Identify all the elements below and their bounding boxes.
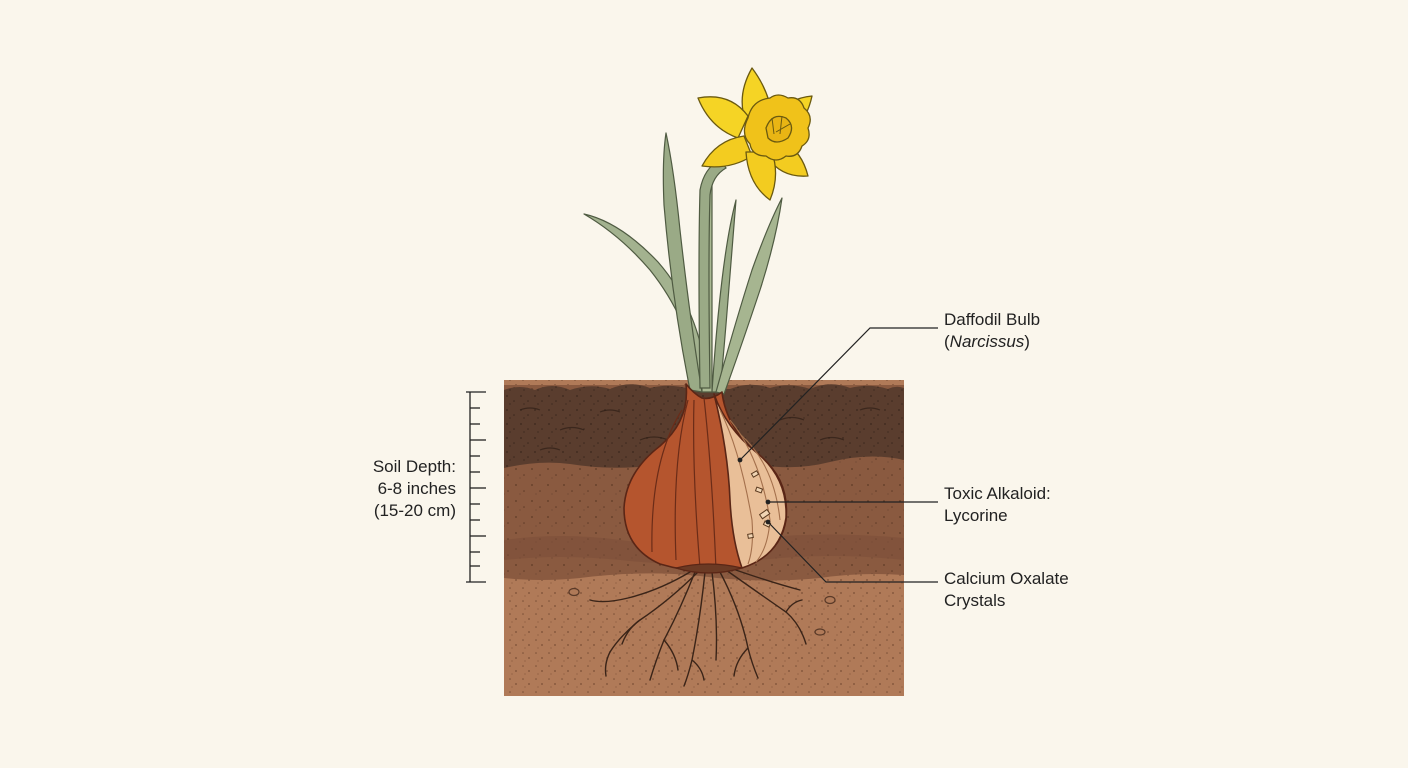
- label-bulb-line1: Daffodil Bulb: [944, 310, 1041, 329]
- label-alkaloid-line1: Toxic Alkaloid:: [944, 484, 1051, 503]
- calcium-oxalate-crystals: [747, 470, 772, 539]
- label-depth-line2: 6-8 inches: [377, 479, 456, 498]
- label-crystals-line1: Calcium Oxalate: [944, 569, 1069, 588]
- label-depth-line3: (15-20 cm): [373, 501, 456, 520]
- label-toxic-alkaloid: Toxic Alkaloid: Lycorine: [944, 483, 1051, 527]
- leaf-right: [711, 199, 737, 393]
- paren-open: (: [944, 332, 950, 351]
- callout-lines: [737, 327, 938, 583]
- callout-crystals: [767, 521, 938, 583]
- label-alkaloid-line2: Lycorine: [944, 506, 1008, 525]
- label-calcium-oxalate: Calcium Oxalate Crystals: [944, 568, 1069, 612]
- roots: [589, 567, 807, 687]
- label-bulb-line2: (Narcissus): [944, 331, 1040, 353]
- daffodil-flower: [697, 67, 813, 201]
- paren-close: ): [1024, 332, 1030, 351]
- petal-lower-left: [701, 135, 753, 168]
- petal-upper-left: [697, 96, 749, 139]
- label-crystals-line2: Crystals: [944, 591, 1006, 610]
- daffodil-bulb: [623, 383, 788, 574]
- callout-bulb: [739, 327, 938, 461]
- label-depth-line1: Soil Depth:: [372, 457, 456, 476]
- label-daffodil-bulb: Daffodil Bulb (Narcissus): [944, 309, 1040, 353]
- depth-ruler: [466, 391, 486, 583]
- leaf-left: [662, 132, 703, 393]
- basal-plate: [675, 563, 743, 574]
- label-soil-depth: Soil Depth: 6-8 inches (15-20 cm): [330, 456, 456, 522]
- leaf-far-right: [715, 197, 783, 395]
- label-bulb-scientific-name: Narcissus: [949, 332, 1025, 351]
